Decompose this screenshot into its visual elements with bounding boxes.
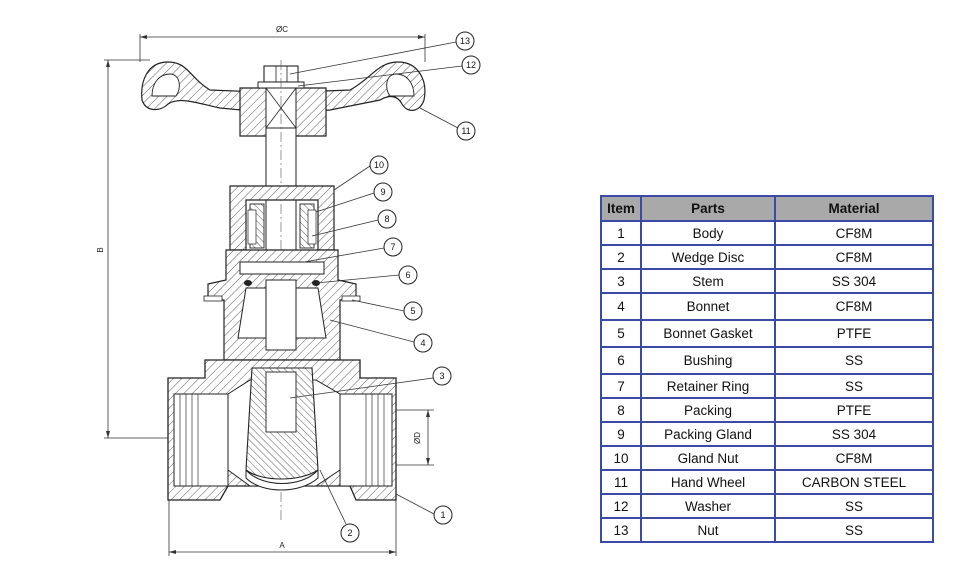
cell-material: CARBON STEEL [774,469,934,495]
cell-material: CF8M [774,244,934,270]
cell-item: 3 [600,268,642,294]
table-header-row: Item Parts Material [600,195,934,222]
cell-material: CF8M [774,292,934,321]
dimension-overall-diameter: ØC [139,25,426,62]
header-item: Item [600,195,642,222]
svg-text:7: 7 [390,242,395,252]
cell-item: 5 [600,319,642,348]
cell-item: 9 [600,421,642,447]
cell-part: Bushing [640,346,776,375]
gland-nut [229,185,335,251]
cell-item: 13 [600,517,642,543]
cell-part: Wedge Disc [640,244,776,270]
dimension-length: A [168,500,397,556]
callouts: 13 12 11 10 9 8 7 6 5 4 3 2 1 [340,31,481,543]
cell-part: Packing Gland [640,421,776,447]
cell-part: Bonnet Gasket [640,319,776,348]
cell-part: Washer [640,493,776,519]
callout-3: 3 [432,366,452,386]
callout-8: 8 [377,209,397,229]
callout-12: 12 [461,55,481,75]
cell-item: 11 [600,469,642,495]
svg-text:5: 5 [410,306,415,316]
cell-item: 1 [600,220,642,246]
callout-6: 6 [398,265,418,285]
cell-part: Body [640,220,776,246]
svg-text:6: 6 [405,270,410,280]
dimension-a-label: A [279,541,285,550]
cell-part: Packing [640,397,776,423]
cell-part: Gland Nut [640,445,776,471]
callout-4: 4 [413,333,433,353]
cell-item: 10 [600,445,642,471]
cell-part: Retainer Ring [640,373,776,399]
svg-text:8: 8 [384,214,389,224]
callout-9: 9 [373,182,393,202]
callout-11: 11 [456,121,476,141]
cell-material: PTFE [774,397,934,423]
callout-2: 2 [340,523,360,543]
cell-item: 2 [600,244,642,270]
callout-10: 10 [369,155,389,175]
cell-item: 6 [600,346,642,375]
cell-item: 7 [600,373,642,399]
cell-material: SS [774,517,934,543]
cell-part: Nut [640,517,776,543]
svg-text:9: 9 [380,187,385,197]
svg-text:4: 4 [420,338,425,348]
leader-lines [289,41,463,525]
cell-part: Hand Wheel [640,469,776,495]
svg-text:11: 11 [461,126,470,136]
cell-material: PTFE [774,319,934,348]
cell-material: SS [774,493,934,519]
cell-material: SS 304 [774,268,934,294]
cell-item: 8 [600,397,642,423]
dimension-c-label: ØC [276,25,288,34]
svg-text:1: 1 [440,510,445,520]
callout-13: 13 [455,31,475,51]
dimension-height: B [96,59,175,439]
callout-1: 1 [433,505,453,525]
bonnet [203,249,361,361]
callout-5: 5 [403,301,423,321]
cell-material: SS 304 [774,421,934,447]
cell-item: 4 [600,292,642,321]
svg-text:3: 3 [439,371,444,381]
cell-part: Bonnet [640,292,776,321]
header-parts: Parts [640,195,776,222]
svg-text:10: 10 [374,160,384,170]
svg-text:2: 2 [347,528,352,538]
dimension-b-label: B [96,247,105,252]
cell-part: Stem [640,268,776,294]
cell-item: 12 [600,493,642,519]
wedge-disc [245,367,319,491]
cell-material: SS [774,373,934,399]
callout-7: 7 [383,237,403,257]
cell-material: CF8M [774,220,934,246]
svg-text:12: 12 [466,60,476,70]
header-material: Material [774,195,934,222]
cell-material: SS [774,346,934,375]
gate-valve-drawing: ØC B A ØD [96,25,481,556]
svg-text:13: 13 [460,36,470,46]
cell-material: CF8M [774,445,934,471]
dimension-d-label: ØD [413,432,422,444]
